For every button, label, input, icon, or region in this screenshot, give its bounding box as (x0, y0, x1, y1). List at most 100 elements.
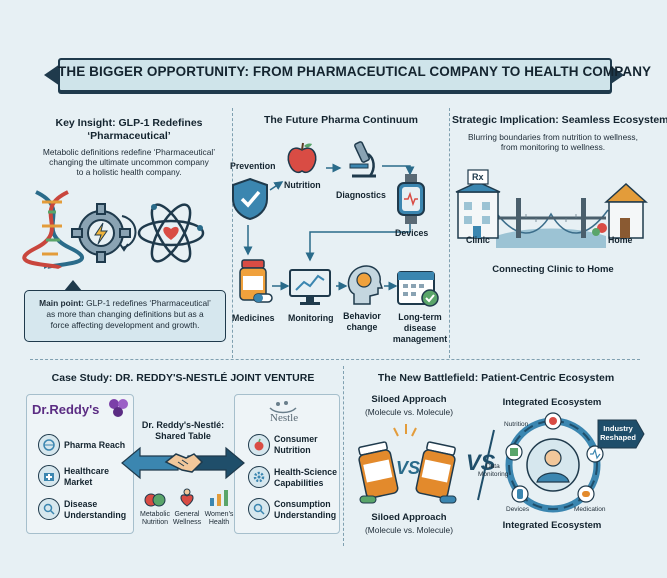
bottom-item-3-line2: Health (208, 519, 230, 526)
key-insight-body-1: Metabolic definitions redefine ‘Pharmace… (42, 147, 216, 157)
bridge-scene (455, 169, 648, 248)
right-item-icon-1 (248, 434, 270, 456)
main-point-line-3: force affecting development and growth. (50, 320, 200, 330)
rx-sign: Rx (472, 172, 484, 182)
right-item-icon-3 (248, 498, 270, 520)
consumer-nutrition-icon (254, 438, 264, 451)
step-behavior-2: change (346, 322, 378, 332)
divider-v-top-left (232, 108, 233, 358)
key-insight-heading-1: Key Insight: GLP-1 Redefines (55, 117, 203, 129)
page-title: THE BIGGER OPPORTUNITY: FROM PHARMACEUTI… (58, 64, 652, 79)
step-longterm-1: Long-term (398, 312, 442, 322)
divider-v-top-right (449, 108, 450, 358)
cycle-arrows-icon (119, 215, 137, 252)
womens-health-icon (210, 490, 228, 506)
nestle-nest-icon (269, 401, 297, 414)
left-item-2-line1: Healthcare (64, 466, 109, 476)
step-monitoring: Monitoring (288, 313, 334, 323)
atom-heart-icon (137, 203, 205, 263)
smartwatch-icon (397, 174, 425, 224)
integrated-title-top: Integrated Ecosystem (502, 397, 602, 408)
consumption-search-icon (253, 503, 265, 515)
calendar-check-icon (397, 271, 439, 307)
right-item-icon-2 (248, 466, 270, 488)
main-point-box (24, 290, 226, 342)
main-point-text-1: GLP-1 redefines ‘Pharmaceutical’ (83, 298, 211, 308)
pill-bottle-icon (239, 259, 273, 303)
right-item-2-line2: Capabilities (274, 478, 324, 488)
shield-check-icon (232, 177, 268, 221)
clinic-label: Clinic (466, 235, 490, 245)
vs-siloed: VS (396, 458, 421, 478)
reddy-logo: Dr.Reddy's (32, 402, 100, 417)
ring-label-data-1: Data (486, 463, 500, 470)
disease-understanding-icon (43, 503, 55, 515)
step-prevention: Prevention (230, 161, 276, 171)
bottom-item-1-line2: Nutrition (141, 519, 169, 526)
badge-line-2: Reshaped (600, 433, 636, 442)
gear-lightning-icon (71, 203, 131, 263)
shared-table-line1: Dr. Reddy's-Nestlé: (141, 420, 225, 430)
ring-label-data-2: Monitoring (478, 471, 509, 478)
step-diagnostics: Diagnostics (336, 190, 386, 200)
bottom-item-1-line1: Metabolic (140, 511, 170, 518)
case-study-heading: Case Study: DR. REDDY'S-NESTLÉ JOINT VEN… (51, 372, 315, 384)
bottom-item-3-line1: Women's (204, 511, 234, 518)
integrated-ring (505, 412, 604, 513)
vs-center: VS (466, 450, 496, 475)
ring-label-nutrition: Nutrition (504, 421, 529, 428)
step-medicines: Medicines (232, 313, 275, 323)
divider-v-bottom (343, 366, 344, 546)
step-behavior-1: Behavior (343, 311, 381, 321)
siloed-title-bottom: Siloed Approach (371, 512, 447, 523)
step-devices: Devices (395, 228, 429, 238)
siloed-bottles (358, 424, 457, 504)
home-label: Home (608, 235, 633, 245)
divider-h-middle (30, 359, 640, 360)
left-item-icon-1 (38, 434, 60, 456)
general-wellness-icon (180, 488, 194, 507)
handshake-icon (164, 453, 204, 473)
battlefield-heading: The New Battlefield: Patient-Centric Eco… (377, 372, 615, 384)
step-longterm-3: management (392, 334, 448, 344)
dna-icon (22, 190, 84, 270)
bottom-item-2-line2: Wellness (172, 519, 202, 526)
apple-icon (287, 142, 317, 174)
science-gear-icon (253, 471, 265, 483)
badge-line-1: Industry (603, 424, 633, 433)
key-insight-body-3: to a holistic health company. (76, 167, 182, 177)
left-item-icon-3 (38, 498, 60, 520)
head-brain-icon (347, 265, 384, 305)
siloed-sub-top: (Molecule vs. Molecule) (365, 407, 453, 417)
continuum-heading: The Future Pharma Continuum (263, 114, 418, 126)
key-insight-heading-2: ‘Pharmaceutical’ (87, 130, 171, 142)
pharma-reach-icon (43, 439, 55, 451)
bottom-item-2-line1: General (174, 511, 200, 518)
title-banner (58, 58, 612, 92)
strategic-caption: Connecting Clinic to Home (492, 264, 614, 275)
strategic-body-2: from monitoring to wellness. (500, 142, 606, 152)
microscope-icon (349, 141, 376, 178)
main-point-line-2: as more than changing definitions but as… (46, 309, 204, 319)
right-item-1-line2: Nutrition (274, 445, 311, 455)
strategic-body-1: Blurring boundaries from nutrition to we… (468, 132, 638, 142)
right-item-3-line2: Understanding (274, 510, 337, 520)
integrated-title-bottom: Integrated Ecosystem (502, 520, 602, 531)
step-nutrition: Nutrition (284, 180, 321, 190)
strategic-heading: Strategic Implication: Seamless Ecosyste… (452, 114, 667, 126)
siloed-sub-bottom: (Molecule vs. Molecule) (365, 525, 453, 535)
key-insight-body-2: changing the ultimate uncommon company (49, 157, 209, 167)
ring-label-devices: Devices (506, 506, 530, 513)
nestle-panel (234, 394, 340, 534)
main-point-pointer (64, 280, 82, 291)
left-item-1-line1: Pharma Reach (64, 440, 126, 450)
industry-badge (597, 419, 645, 449)
main-point-line-1: Main point: GLP-1 redefines ‘Pharmaceuti… (26, 298, 224, 308)
left-item-2-line2: Market (64, 477, 93, 487)
step-longterm-2: disease (403, 323, 437, 333)
left-item-3-line2: Understanding (64, 510, 127, 520)
metabolic-nutrition-icon (144, 493, 166, 507)
banner-right-tail (608, 64, 624, 86)
left-item-3-line1: Disease (64, 499, 98, 509)
monitor-chart-icon (289, 269, 331, 305)
